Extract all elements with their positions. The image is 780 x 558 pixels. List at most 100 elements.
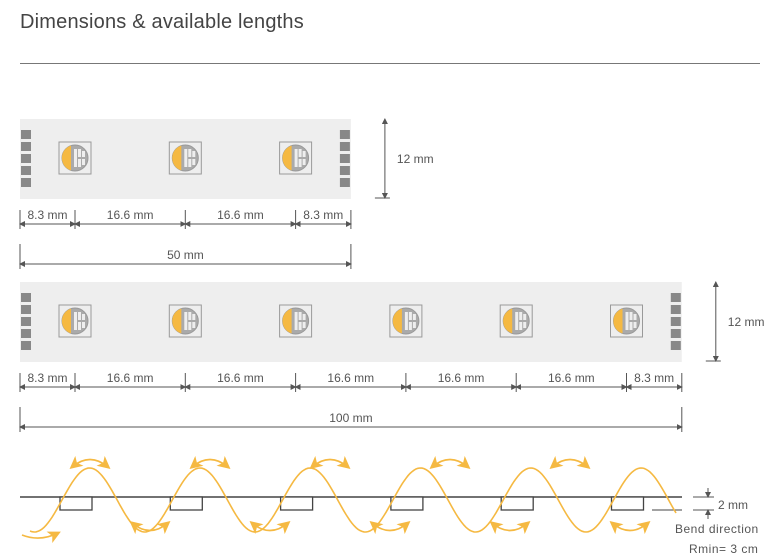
led-die [629,312,633,320]
solder-pad [339,142,350,151]
bend-direction-label: Bend direction [675,522,759,536]
bend-arrow-up [549,455,591,470]
solder-pad [339,130,350,139]
led-die [412,322,416,328]
led-die [298,149,302,157]
bend-radius-label: Rmin= 3 cm [689,542,758,556]
segment-label: 16.6 mm [217,208,264,222]
led-warm-segment [503,308,513,334]
segment-label: 8.3 mm [27,371,67,385]
bend-diagram: 2 mm Bend direction Rmin= 3 cm [20,455,759,556]
segment-label: 16.6 mm [327,371,374,385]
bend-arrow-up [309,455,351,470]
led-frame [168,141,202,175]
led-profile [279,496,314,511]
led-chip [610,304,643,338]
bend-arrow-down [129,520,171,535]
total-length-label: 100 mm [329,411,372,425]
led-die [192,151,196,157]
led-die [302,159,306,165]
led-chip [279,304,313,338]
led-profile [169,496,203,511]
led-die [633,314,637,320]
led-die [519,322,523,330]
led-die [188,322,192,330]
title-divider [20,63,760,64]
strip-body [20,282,682,362]
segment-label: 8.3 mm [634,371,674,385]
led-die [519,312,523,320]
height-label: 12 mm [397,152,434,166]
led-die [408,322,412,330]
led-die [78,149,81,157]
bend-arrow-down [609,520,651,535]
led-profile [500,496,534,511]
bend-arrow-down [249,520,291,535]
led-frame [610,304,643,338]
led-die [192,322,196,328]
led-chip [168,141,202,175]
led-die [298,322,302,330]
led-chip [58,304,92,338]
solder-pad [21,142,31,151]
led-die [294,312,298,330]
led-frame [279,141,313,175]
solder-pad [21,317,31,326]
led-die [412,314,416,320]
solder-pad [21,130,31,139]
led-warm-segment [172,145,182,171]
led-die [302,322,306,328]
led-die [298,159,302,167]
solder-pad [21,329,31,338]
led-die [629,322,633,330]
solder-pad [21,166,31,175]
led-chip [389,304,423,338]
bend-arrow-down [21,531,61,544]
led-die [78,322,81,330]
led-die [192,314,196,320]
led-frame [58,141,92,175]
led-chip [279,141,313,175]
led-die [302,151,306,157]
led-die [633,322,637,328]
solder-pad [21,154,31,163]
led-profile [390,496,424,511]
led-die [82,159,85,165]
height-label: 12 mm [728,315,765,329]
led-die [188,149,192,157]
led-die [188,159,192,167]
segment-label: 8.3 mm [27,208,67,222]
led-warm-segment [282,308,292,334]
led-die [184,149,188,167]
led-frame [499,304,533,338]
solder-pad [670,329,681,338]
bend-wave [29,467,677,533]
segment-label: 16.6 mm [438,371,485,385]
led-chip [168,304,202,338]
led-chip [499,304,533,338]
solder-pad [21,293,31,302]
led-profile [59,496,93,511]
solder-pad [21,178,31,187]
total-length-label: 50 mm [167,248,204,262]
led-die [184,312,188,330]
solder-pad [670,293,681,302]
led-warm-segment [392,308,402,334]
led-die [298,312,302,320]
led-die [82,314,85,320]
led-frame [58,304,92,338]
bend-arrow-down [489,520,531,535]
segment-label: 16.6 mm [107,371,154,385]
solder-pad [339,166,350,175]
led-die [523,322,527,328]
led-warm-segment [282,145,292,171]
led-die [408,312,412,320]
led-die [82,151,85,157]
led-profile [610,496,645,511]
solder-pad [339,154,350,163]
solder-pad [670,305,681,314]
bend-arrow-up [429,455,471,470]
